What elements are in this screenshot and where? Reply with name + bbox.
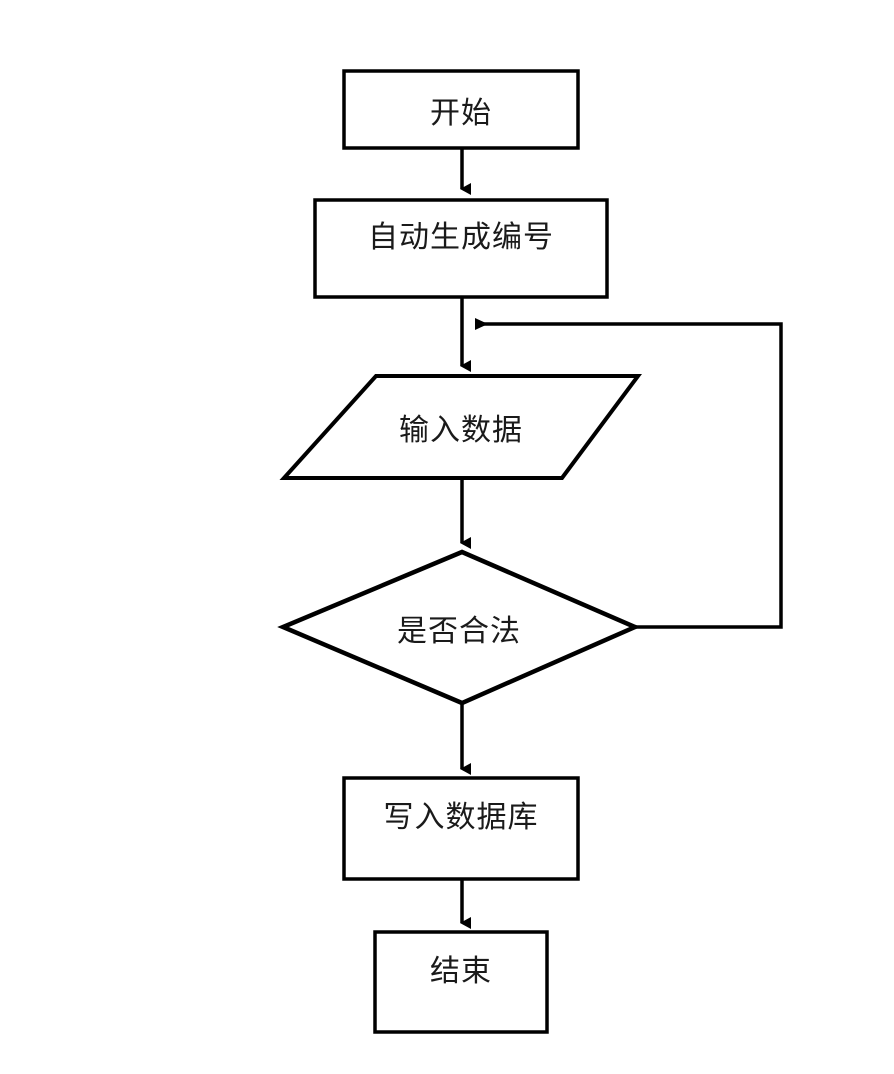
node-input-data-shape[interactable] xyxy=(279,374,642,480)
node-write-db-shape[interactable] xyxy=(342,776,580,881)
node-is-valid-shape[interactable] xyxy=(277,549,641,706)
node-auto-number-shape[interactable] xyxy=(313,198,609,299)
node-start-shape[interactable] xyxy=(342,69,580,150)
node-end-shape[interactable] xyxy=(373,930,549,1034)
edge-is-valid-loop-back xyxy=(475,318,783,629)
